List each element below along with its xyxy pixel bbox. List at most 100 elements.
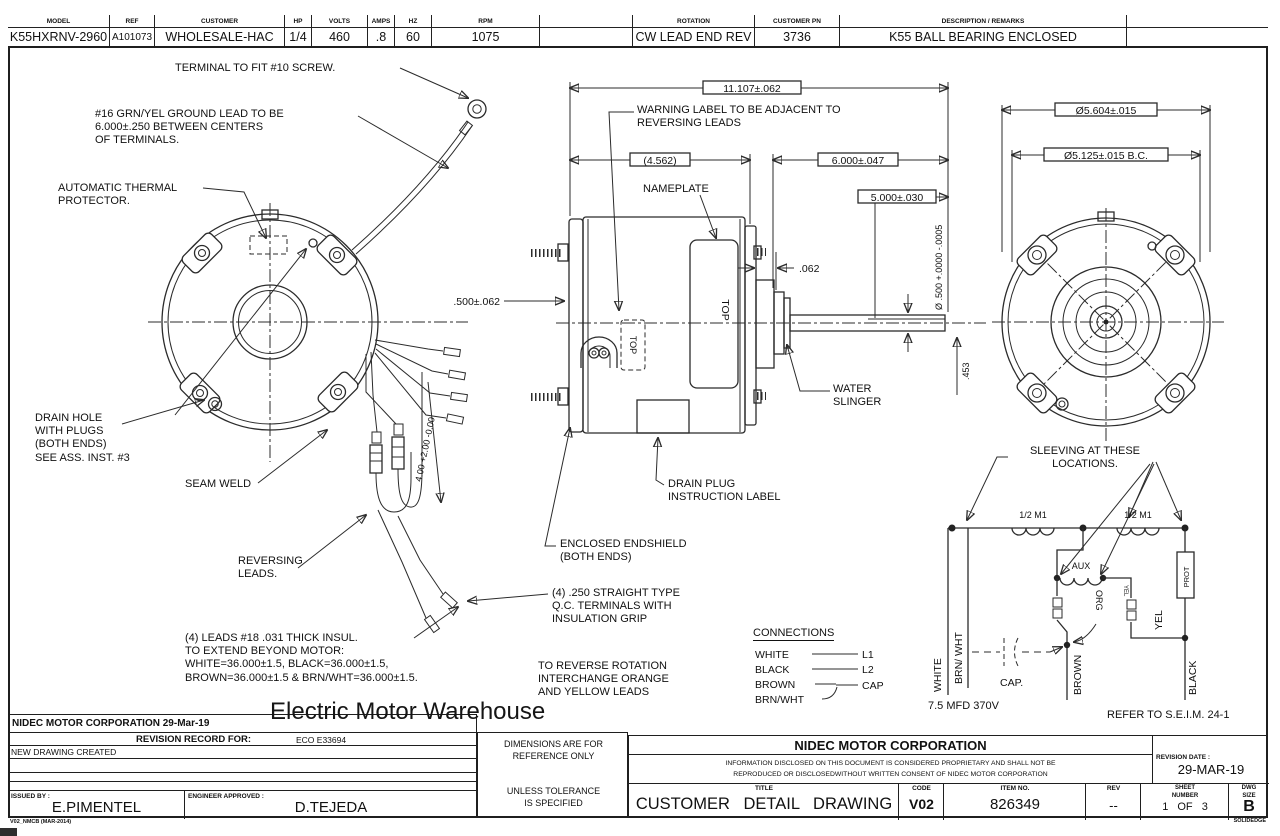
rev-value: -- — [1109, 798, 1118, 813]
spec-val-blank2 — [1127, 28, 1268, 46]
spec-col-rpm: RPM 1075 — [432, 15, 540, 46]
spec-col-rotation: ROTATION CW LEAD END REV — [633, 15, 755, 46]
dims-reference-note: DIMENSIONS ARE FOR REFERENCE ONLY — [503, 739, 603, 762]
note-endshield: ENCLOSED ENDSHIELD (BOTH ENDS) — [560, 538, 687, 564]
dim-shell-dia: Ø5.604±.015 — [1076, 105, 1137, 117]
drain-plug-label-outline — [636, 399, 690, 434]
note-reverse-rotation: TO REVERSE ROTATION INTERCHANGE ORANGE A… — [538, 660, 669, 699]
note-drain-plug: DRAIN PLUG INSTRUCTION LABEL — [668, 478, 781, 504]
revision-date-label: REVISION DATE : — [1156, 754, 1211, 761]
spec-val-ref: A101073 — [111, 31, 153, 43]
note-leads: (4) LEADS #18 .031 THICK INSUL. TO EXTEN… — [185, 632, 418, 684]
rev-label: REV — [1106, 785, 1121, 792]
spec-head-ref: REF — [110, 15, 154, 28]
spec-head-model: MODEL — [8, 15, 109, 28]
company-name: NIDEC MOTOR CORPORATION — [629, 736, 1153, 755]
spec-head-customer-pn: CUSTOMER PN — [755, 15, 839, 28]
spec-col-volts: VOLTS 460 — [312, 15, 368, 46]
dim-overall-length: 11.107±.062 — [723, 83, 781, 95]
watermark: Electric Motor Warehouse — [270, 698, 546, 725]
lead-bundle — [365, 339, 468, 634]
conn-lead-black: BLACK — [755, 664, 789, 676]
thermal-protector-location — [249, 235, 288, 255]
dim-shaft-flat: .453 — [961, 362, 971, 380]
spec-val-hz: 60 — [406, 30, 420, 44]
scan-corner-mark — [0, 828, 17, 836]
revision-note: NEW DRAWING CREATED — [11, 747, 117, 757]
dim-shaft-dia: Ø .500 +.0000 -.0005 — [934, 225, 944, 310]
side-view: TOP TOP 11.107±.062 (4.562 — [453, 80, 986, 601]
title-block-right: NIDEC MOTOR CORPORATION INFORMATION DISC… — [628, 735, 1269, 820]
note-seam-weld: SEAM WELD — [185, 478, 252, 490]
black-label: BLACK — [1187, 661, 1199, 695]
company-date: NIDEC MOTOR CORPORATION 29-Mar-19 — [12, 718, 210, 729]
spec-val-rotation: CW LEAD END REV — [635, 30, 752, 44]
spec-head-volts: VOLTS — [312, 15, 367, 28]
note-ground-lead: #16 GRN/YEL GROUND LEAD TO BE 6.000±.250… — [95, 108, 284, 147]
spec-val-customer-pn: 3736 — [783, 30, 811, 44]
dim-shaft-usable: 5.000±.030 — [871, 192, 924, 204]
spec-val-blank1 — [540, 28, 632, 46]
dim-body-length: (4.562) — [643, 155, 676, 167]
ground-lead — [351, 99, 487, 255]
right-view: Ø5.604±.015 Ø5.125±.015 B.C. — [992, 102, 1224, 442]
brown-label: BROWN — [1072, 655, 1084, 695]
spec-col-amps: AMPS .8 — [368, 15, 395, 46]
spec-col-description: DESCRIPTION / REMARKS K55 BALL BEARING E… — [840, 15, 1127, 46]
dim-stud-ext: .500±.062 — [453, 296, 500, 308]
title-label: TITLE — [754, 785, 774, 792]
conn-to-l2: L2 — [862, 664, 874, 676]
spec-col-model: MODEL K55HXRNV-2960 — [8, 15, 110, 46]
brnwht-label: BRN/ WHT — [953, 632, 965, 684]
org-label: ORG — [1094, 590, 1104, 611]
tolerance-note: UNLESS TOLERANCE IS SPECIFIED — [506, 786, 601, 809]
note-water-slinger: WATER SLINGER — [833, 383, 882, 409]
dim-lead-length: 4.00 +2.00 -0.00 — [413, 416, 436, 482]
eco-number: ECO E33694 — [296, 735, 347, 745]
spec-val-volts: 460 — [329, 30, 350, 44]
spec-head-amps: AMPS — [368, 15, 394, 28]
engineer-name: D.TEJEDA — [294, 799, 368, 816]
coil1-label: 1/2 M1 — [1019, 510, 1047, 520]
cap-label: CAP. — [1000, 677, 1023, 689]
form-code: V02_NMCB (MAR-2014) — [10, 819, 72, 825]
spec-head-rotation: ROTATION — [633, 15, 754, 28]
spec-table: MODEL K55HXRNV-2960 REF A101073 CUSTOMER… — [8, 15, 1268, 48]
top-marking-lead-exit: TOP — [628, 336, 638, 354]
spec-col-ref: REF A101073 — [110, 15, 155, 46]
dwg-size-label: DWG SIZE — [1241, 785, 1257, 799]
cad-system: SOLIDEDGE — [1233, 818, 1266, 824]
conn-lead-brown: BROWN — [755, 679, 795, 691]
wiring-schematic: 1/2 M1 1/2 M1 AUX PROT WHITE BRN/ WHT BR… — [932, 456, 1199, 700]
yel-label: YEL — [1153, 610, 1165, 630]
dim-slinger-gap: .062 — [799, 263, 820, 275]
title-block-left: NIDEC MOTOR CORPORATION 29-Mar-19 REVISI… — [8, 714, 628, 819]
spec-col-hz: HZ 60 — [395, 15, 432, 46]
title-block-middle: DIMENSIONS ARE FOR REFERENCE ONLY UNLESS… — [477, 732, 628, 818]
yel-small-label: YEL — [1122, 585, 1128, 597]
note-terminal: TERMINAL TO FIT #10 SCREW. — [175, 62, 336, 74]
spec-head-rpm: RPM — [432, 15, 539, 28]
spec-col-customer-pn: CUSTOMER PN 3736 — [755, 15, 840, 46]
sheet-value: 1 OF 3 — [1162, 801, 1208, 813]
spec-val-description: K55 BALL BEARING ENCLOSED — [889, 30, 1077, 44]
item-no-label: ITEM NO. — [1000, 785, 1030, 792]
dim-shaft-ext: 6.000±.047 — [832, 155, 885, 167]
spec-val-customer: WHOLESALE-HAC — [165, 30, 274, 44]
spec-head-customer: CUSTOMER — [155, 15, 284, 28]
note-nameplate: NAMEPLATE — [643, 183, 709, 195]
spec-head-description: DESCRIPTION / REMARKS — [840, 15, 1126, 28]
code-value: V02 — [909, 796, 934, 812]
engineer-approved-label: ENGINEER APPROVED : — [188, 793, 264, 800]
spec-val-hp: 1/4 — [289, 30, 307, 44]
proprietary-note: INFORMATION DISCLOSED ON THIS DOCUMENT I… — [629, 755, 1153, 783]
spec-val-amps: .8 — [375, 30, 387, 44]
connections-list: WHITE L1 BLACK L2 BROWN CAP BRN/WHT — [755, 649, 884, 706]
conn-lead-white: WHITE — [755, 649, 789, 661]
conn-to-cap: CAP — [862, 680, 884, 692]
top-marking-nameplate: TOP — [719, 299, 731, 320]
spec-head-blank1 — [540, 15, 632, 28]
spec-val-rpm: 1075 — [471, 30, 500, 44]
